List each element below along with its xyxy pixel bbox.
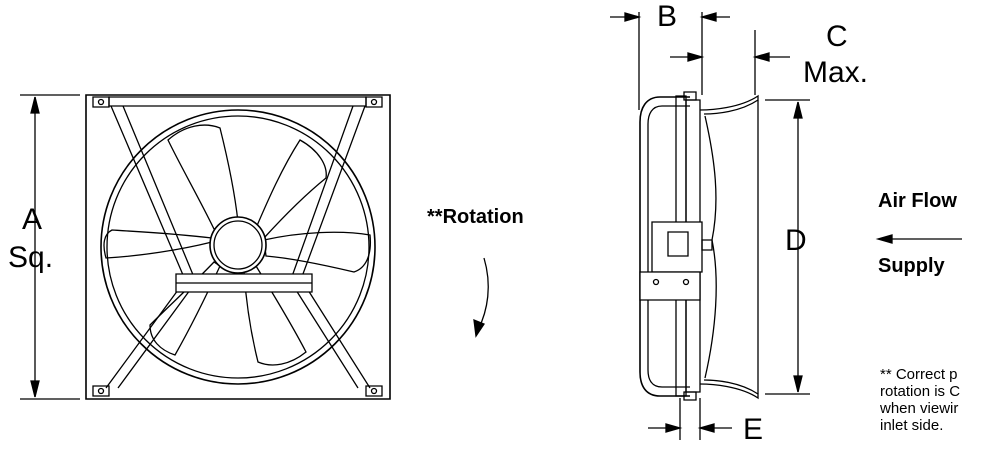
blade-profile [705,116,716,378]
fan-strut [111,106,196,282]
fan-blade [256,140,326,238]
rotation-note: ** Correct p rotation is C when viewir i… [880,366,960,434]
fan-strut [106,290,190,388]
note-line-2: rotation is C [880,383,961,400]
fan-frame [86,95,390,399]
supply-label: Supply [878,255,945,277]
fan-hub [210,217,266,273]
dim-e-label: E [743,413,764,446]
guard-loop [640,97,690,396]
fan-blade [104,230,212,258]
dim-c-sub-label: Max. [803,56,869,89]
rotation-label: **Rotation [427,206,524,228]
note-line-3: when viewir [880,400,959,417]
note-line-1: ** Correct p [880,366,958,383]
fan-blade [244,266,306,365]
motor-box [652,222,702,272]
air-flow-label: Air Flow [878,190,957,212]
dim-a-label: A [22,203,43,236]
note-line-4: inlet side. [880,417,944,434]
rotation-arrow [478,258,488,330]
dim-d-label: D [785,224,807,257]
dim-c-label: C [826,20,848,53]
fan-strut [290,106,365,282]
mount-bracket [640,272,700,300]
fan-ring [101,110,375,384]
dim-b-label: B [657,0,678,33]
fan-blade [168,125,238,229]
fan-strut [296,290,370,388]
dim-a-sub-label: Sq. [8,241,54,274]
